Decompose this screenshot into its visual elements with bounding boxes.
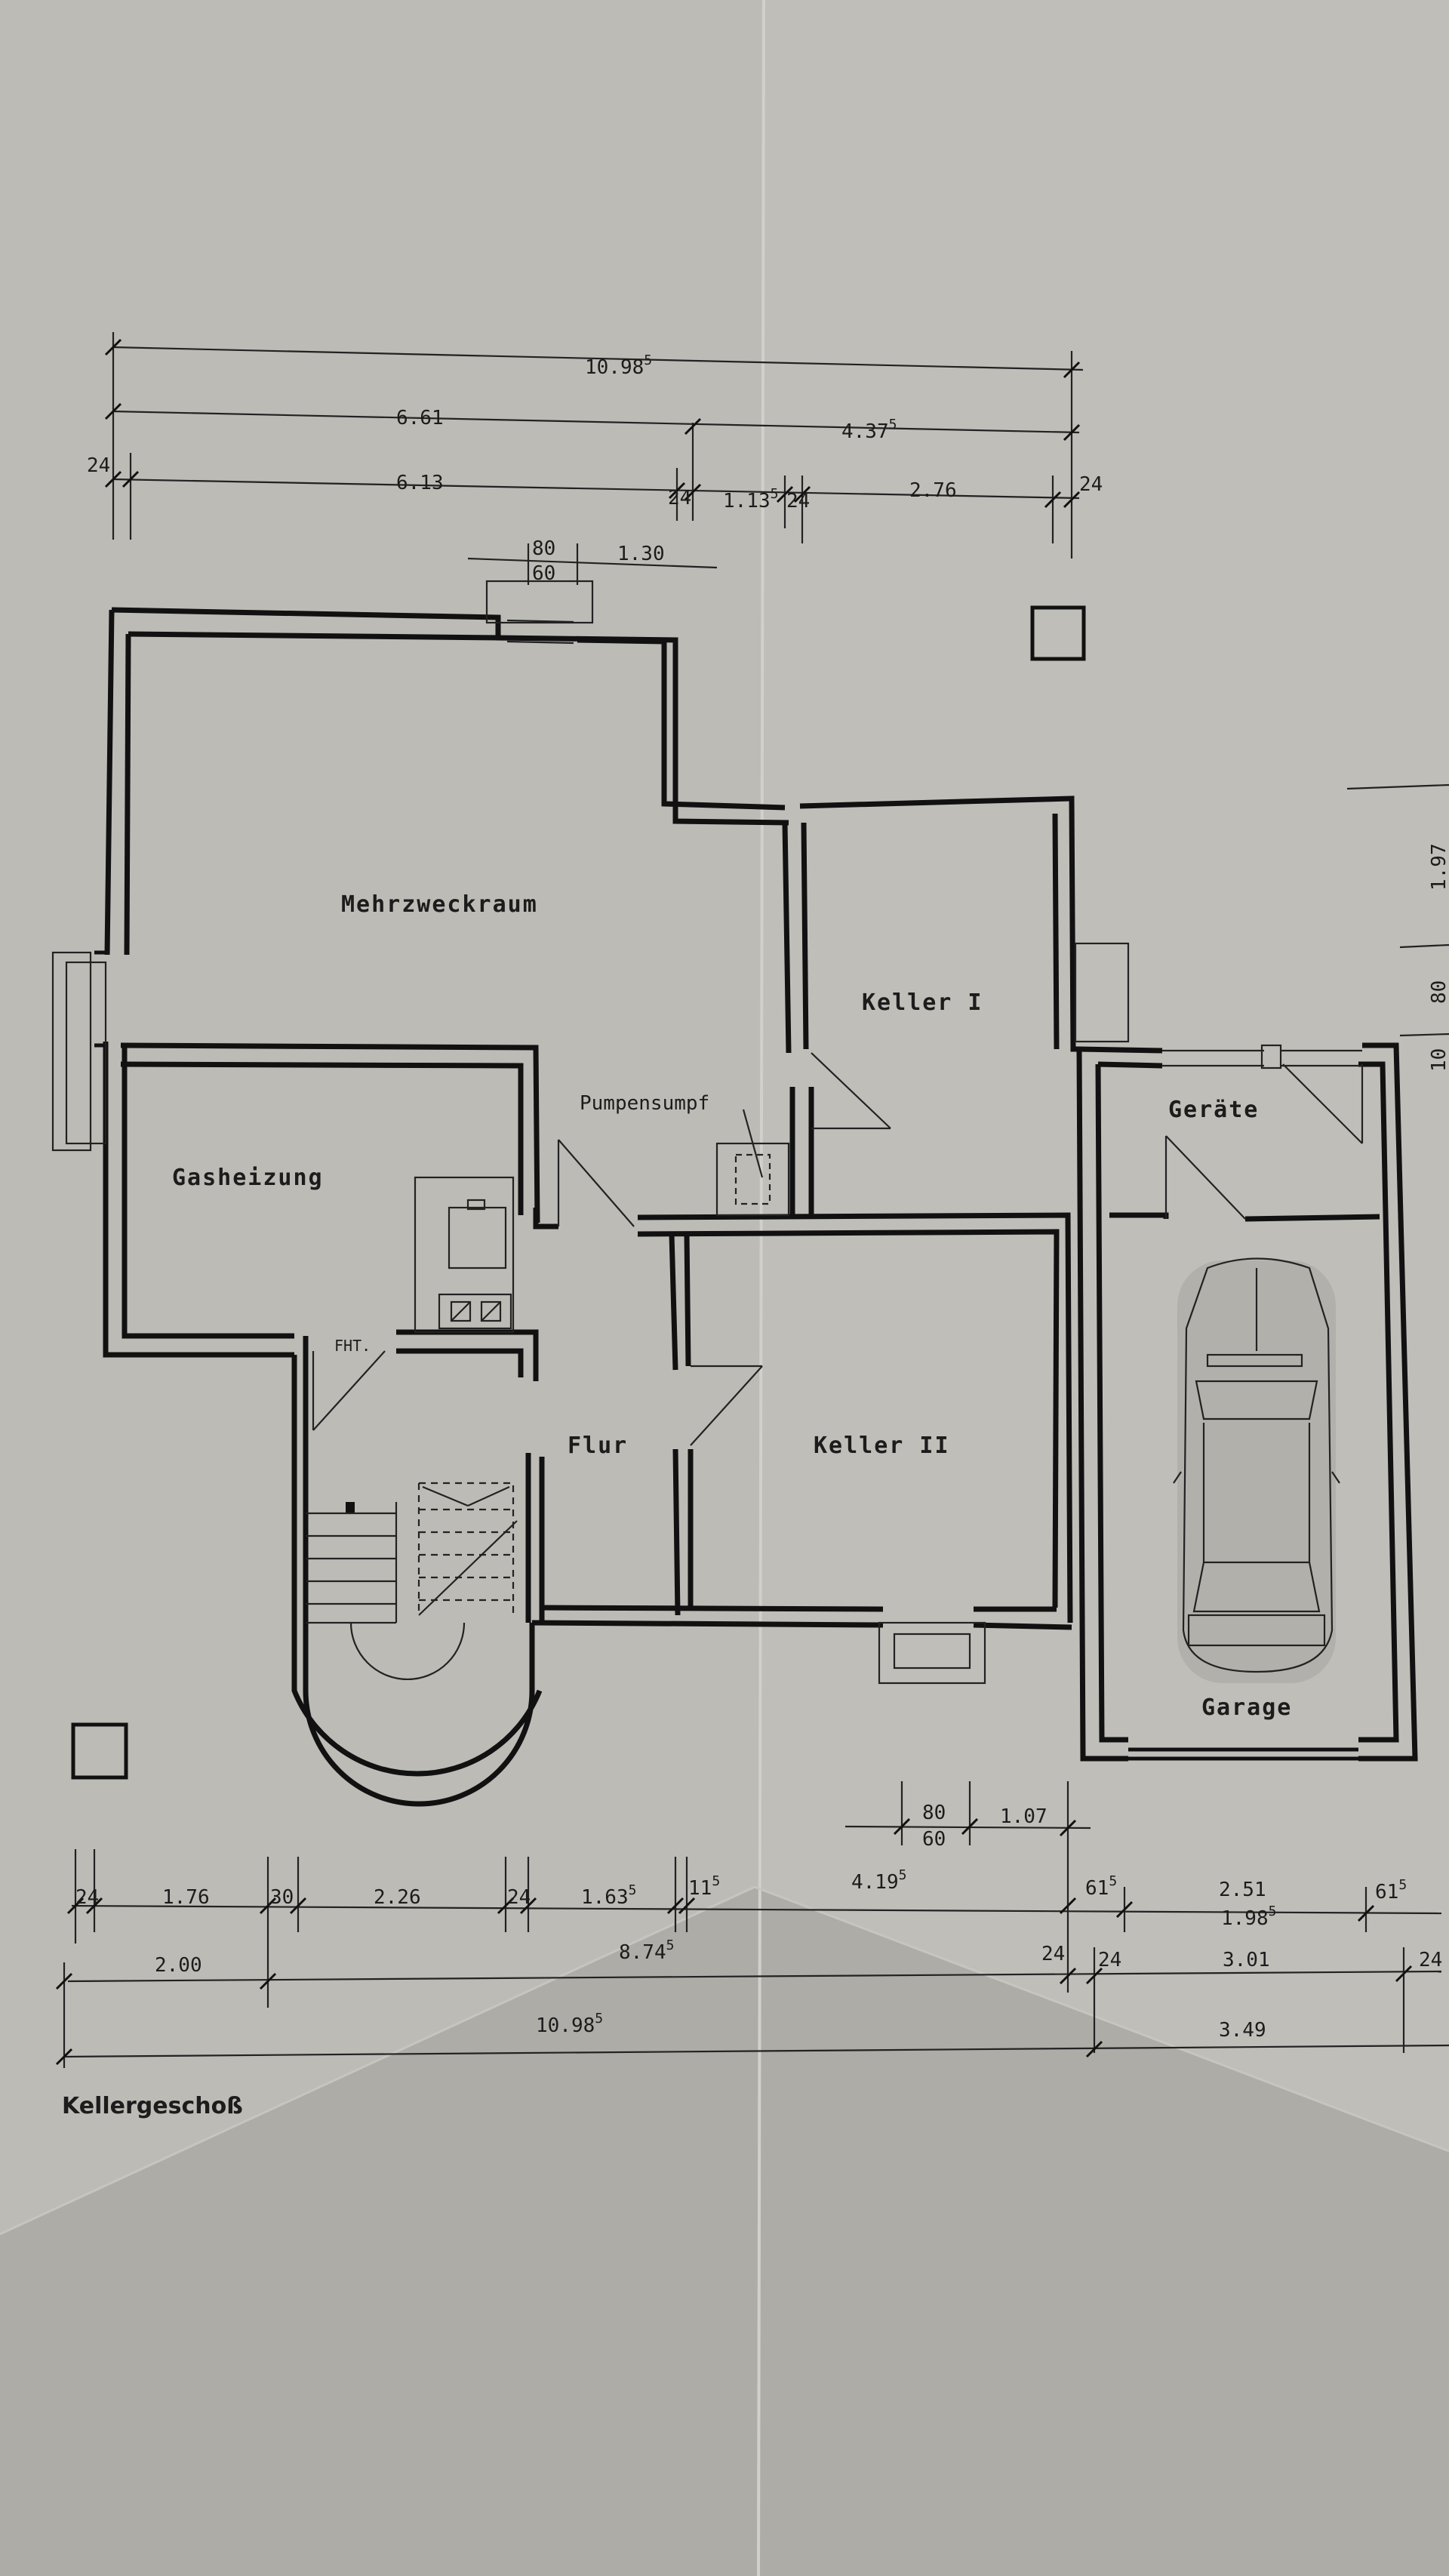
room-mehrzweckraum: Mehrzweckraum <box>341 891 538 918</box>
dim-bot-r1-24b: 24 <box>507 1886 531 1909</box>
dim-right-197: 1.97 <box>1428 843 1449 891</box>
top-dimension-labels: 10.985 6.61 4.375 24 6.13 24 1.135 24 2.… <box>87 352 1103 585</box>
dim-bot-win-60: 60 <box>922 1828 946 1851</box>
dim-bot-r3-10985: 10.985 <box>536 2011 603 2037</box>
column-marker-top <box>1030 605 1086 661</box>
dim-top-24a: 24 <box>87 454 110 477</box>
dim-bot-r1-1635: 1.635 <box>581 1882 636 1909</box>
bottom-dimension-lines <box>55 1781 1449 2068</box>
room-flur: Flur <box>568 1433 628 1459</box>
doors <box>312 1052 1364 1446</box>
dim-bot-r2-8745: 8.745 <box>619 1937 674 1964</box>
dim-bot-r1-1985: 1.985 <box>1221 1904 1276 1930</box>
room-geraete: Geräte <box>1168 1097 1259 1123</box>
dim-top-total: 10.985 <box>585 352 652 379</box>
drawing-title: Kellergeschoß <box>62 2093 243 2119</box>
dim-bot-r1-615a: 615 <box>1085 1873 1117 1900</box>
dim-bot-r1-30: 30 <box>270 1886 294 1909</box>
dim-right-10: 10 <box>1428 1048 1449 1072</box>
staircase <box>306 1482 518 1681</box>
dim-bot-r1-615b: 615 <box>1375 1877 1407 1904</box>
dim-bot-win-107: 1.07 <box>1000 1805 1048 1828</box>
dim-top-24b: 24 <box>668 487 691 509</box>
dim-top-1135: 1.135 <box>723 486 778 512</box>
room-keller-1: Keller I <box>862 989 983 1016</box>
dim-top-4375: 4.375 <box>841 417 897 443</box>
dim-right-80: 80 <box>1428 980 1449 1004</box>
room-keller-2: Keller II <box>814 1433 950 1459</box>
dim-bot-r1-176: 1.76 <box>162 1886 210 1909</box>
dim-top-24d: 24 <box>1079 473 1103 496</box>
top-dimension-lines <box>104 332 1084 585</box>
dim-bot-r1-251: 2.51 <box>1219 1879 1266 1901</box>
dim-bot-r2-24b: 24 <box>1098 1949 1121 1971</box>
dim-bot-win-80: 80 <box>922 1802 946 1824</box>
bottom-dimension-labels: 80 60 1.07 24 1.76 30 2.26 24 1.635 115 … <box>75 1802 1442 2042</box>
dim-top-win-130: 1.30 <box>617 543 665 565</box>
dim-top-661: 6.61 <box>396 407 444 429</box>
dim-bot-r2-301: 3.01 <box>1223 1949 1270 1971</box>
dim-bot-r2-24c: 24 <box>1419 1949 1442 1971</box>
dim-bot-r2-24a: 24 <box>1041 1943 1065 1965</box>
label-pumpensumpf: Pumpensumpf <box>580 1092 709 1115</box>
dim-bot-r3-349: 3.49 <box>1219 2019 1266 2042</box>
heating-unit <box>414 1176 515 1334</box>
dim-bot-r2-200: 2.00 <box>155 1954 202 1977</box>
column-marker-bottom <box>71 1722 128 1780</box>
dim-top-276: 2.76 <box>909 479 957 502</box>
dim-bot-r1-226: 2.26 <box>374 1886 421 1909</box>
label-fht: FHT. <box>334 1337 371 1355</box>
room-garage: Garage <box>1201 1694 1292 1721</box>
dim-top-win-80: 80 <box>532 537 555 560</box>
car-icon <box>1173 1257 1340 1683</box>
dim-top-24c: 24 <box>786 490 810 512</box>
dim-bot-r1-4195: 4.195 <box>851 1867 906 1894</box>
pump-sump <box>715 1109 790 1217</box>
dim-bot-r1-24a: 24 <box>75 1886 99 1909</box>
dim-top-613: 6.13 <box>396 472 444 494</box>
walls <box>94 607 1418 1807</box>
dim-bot-r1-115: 115 <box>688 1873 720 1900</box>
room-gasheizung: Gasheizung <box>172 1165 324 1191</box>
right-dimension-labels: 1.97 80 10 <box>1346 783 1449 1072</box>
room-labels: Mehrzweckraum Gasheizung Keller I Keller… <box>172 891 1292 1721</box>
windows <box>51 580 1362 1685</box>
